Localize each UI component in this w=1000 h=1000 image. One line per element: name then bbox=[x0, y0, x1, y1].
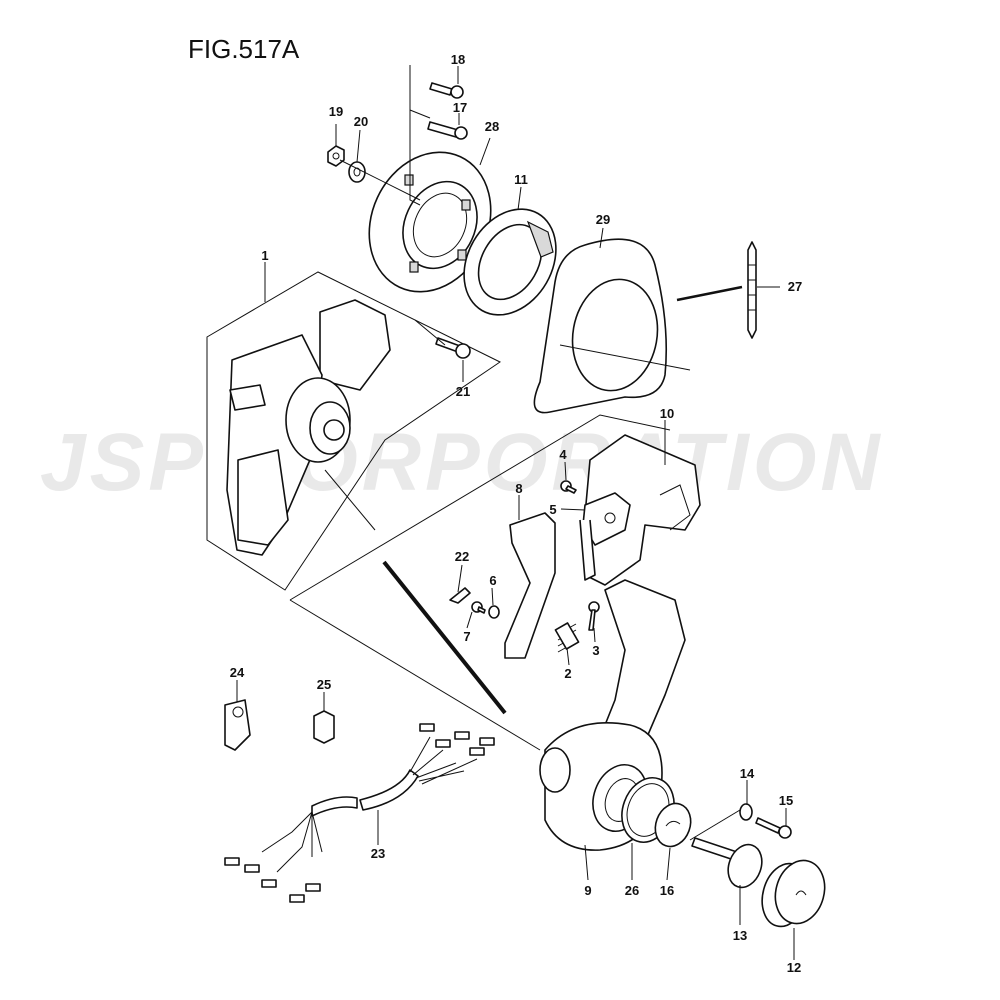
part-2-spring bbox=[554, 622, 580, 653]
part-18-screw bbox=[429, 82, 464, 99]
label-part-22: 22 bbox=[455, 549, 469, 564]
part-20-washer bbox=[348, 161, 366, 183]
part-25-clip bbox=[313, 710, 335, 744]
label-part-20: 20 bbox=[354, 114, 368, 129]
part-11-ring bbox=[463, 208, 557, 316]
label-leaders bbox=[236, 66, 795, 960]
part-labels: 1 2 3 4 5 6 7 8 9 10 11 12 13 14 15 16 1… bbox=[230, 52, 802, 975]
part-5-lock-plate bbox=[579, 492, 631, 581]
part-1-control-box bbox=[206, 271, 501, 591]
part-13-shaft bbox=[691, 837, 763, 889]
label-part-24: 24 bbox=[230, 665, 245, 680]
label-part-26: 26 bbox=[625, 883, 639, 898]
part-23-harness bbox=[224, 723, 495, 903]
label-part-7: 7 bbox=[463, 629, 470, 644]
label-part-25: 25 bbox=[317, 677, 331, 692]
label-part-8: 8 bbox=[515, 481, 522, 496]
label-part-23: 23 bbox=[371, 846, 385, 861]
label-part-18: 18 bbox=[451, 52, 465, 67]
drive-rod bbox=[382, 560, 507, 715]
label-part-14: 14 bbox=[740, 766, 755, 781]
assembly-lines bbox=[289, 65, 741, 841]
part-6-washer bbox=[488, 605, 500, 619]
part-24-bracket bbox=[224, 699, 251, 751]
watermark: JSP CORPORATION bbox=[40, 417, 884, 508]
label-part-2: 2 bbox=[564, 666, 571, 681]
label-part-9: 9 bbox=[584, 883, 591, 898]
part-29-gasket bbox=[533, 238, 668, 414]
part-4-screw bbox=[560, 480, 577, 494]
label-part-3: 3 bbox=[592, 643, 599, 658]
label-part-17: 17 bbox=[453, 100, 467, 115]
label-part-5: 5 bbox=[549, 502, 556, 517]
part-28-housing-plate bbox=[368, 151, 492, 293]
label-part-16: 16 bbox=[660, 883, 674, 898]
part-21-screw bbox=[435, 337, 471, 359]
label-part-10: 10 bbox=[660, 406, 674, 421]
part-22-clip bbox=[449, 587, 471, 604]
part-12-cap bbox=[761, 859, 826, 928]
label-part-4: 4 bbox=[559, 447, 567, 462]
label-part-1: 1 bbox=[261, 248, 268, 263]
label-part-6: 6 bbox=[489, 573, 496, 588]
label-part-27: 27 bbox=[788, 279, 802, 294]
part-8-bracket bbox=[504, 512, 556, 659]
label-part-21: 21 bbox=[456, 384, 470, 399]
part-27-tie bbox=[676, 241, 757, 339]
label-part-13: 13 bbox=[733, 928, 747, 943]
part-19-nut bbox=[327, 145, 345, 167]
label-part-29: 29 bbox=[596, 212, 610, 227]
part-14-washer bbox=[739, 803, 753, 821]
part-16-plate bbox=[654, 802, 692, 848]
part-7-screw bbox=[471, 601, 486, 614]
part-17-screw bbox=[427, 121, 468, 140]
part-3-screw bbox=[588, 601, 600, 631]
label-part-28: 28 bbox=[485, 119, 499, 134]
label-part-12: 12 bbox=[787, 960, 801, 975]
label-part-19: 19 bbox=[329, 104, 343, 119]
figure-title: FIG.517A bbox=[188, 34, 300, 64]
label-part-15: 15 bbox=[779, 793, 793, 808]
part-15-screw bbox=[755, 817, 792, 839]
label-part-11: 11 bbox=[514, 172, 528, 187]
